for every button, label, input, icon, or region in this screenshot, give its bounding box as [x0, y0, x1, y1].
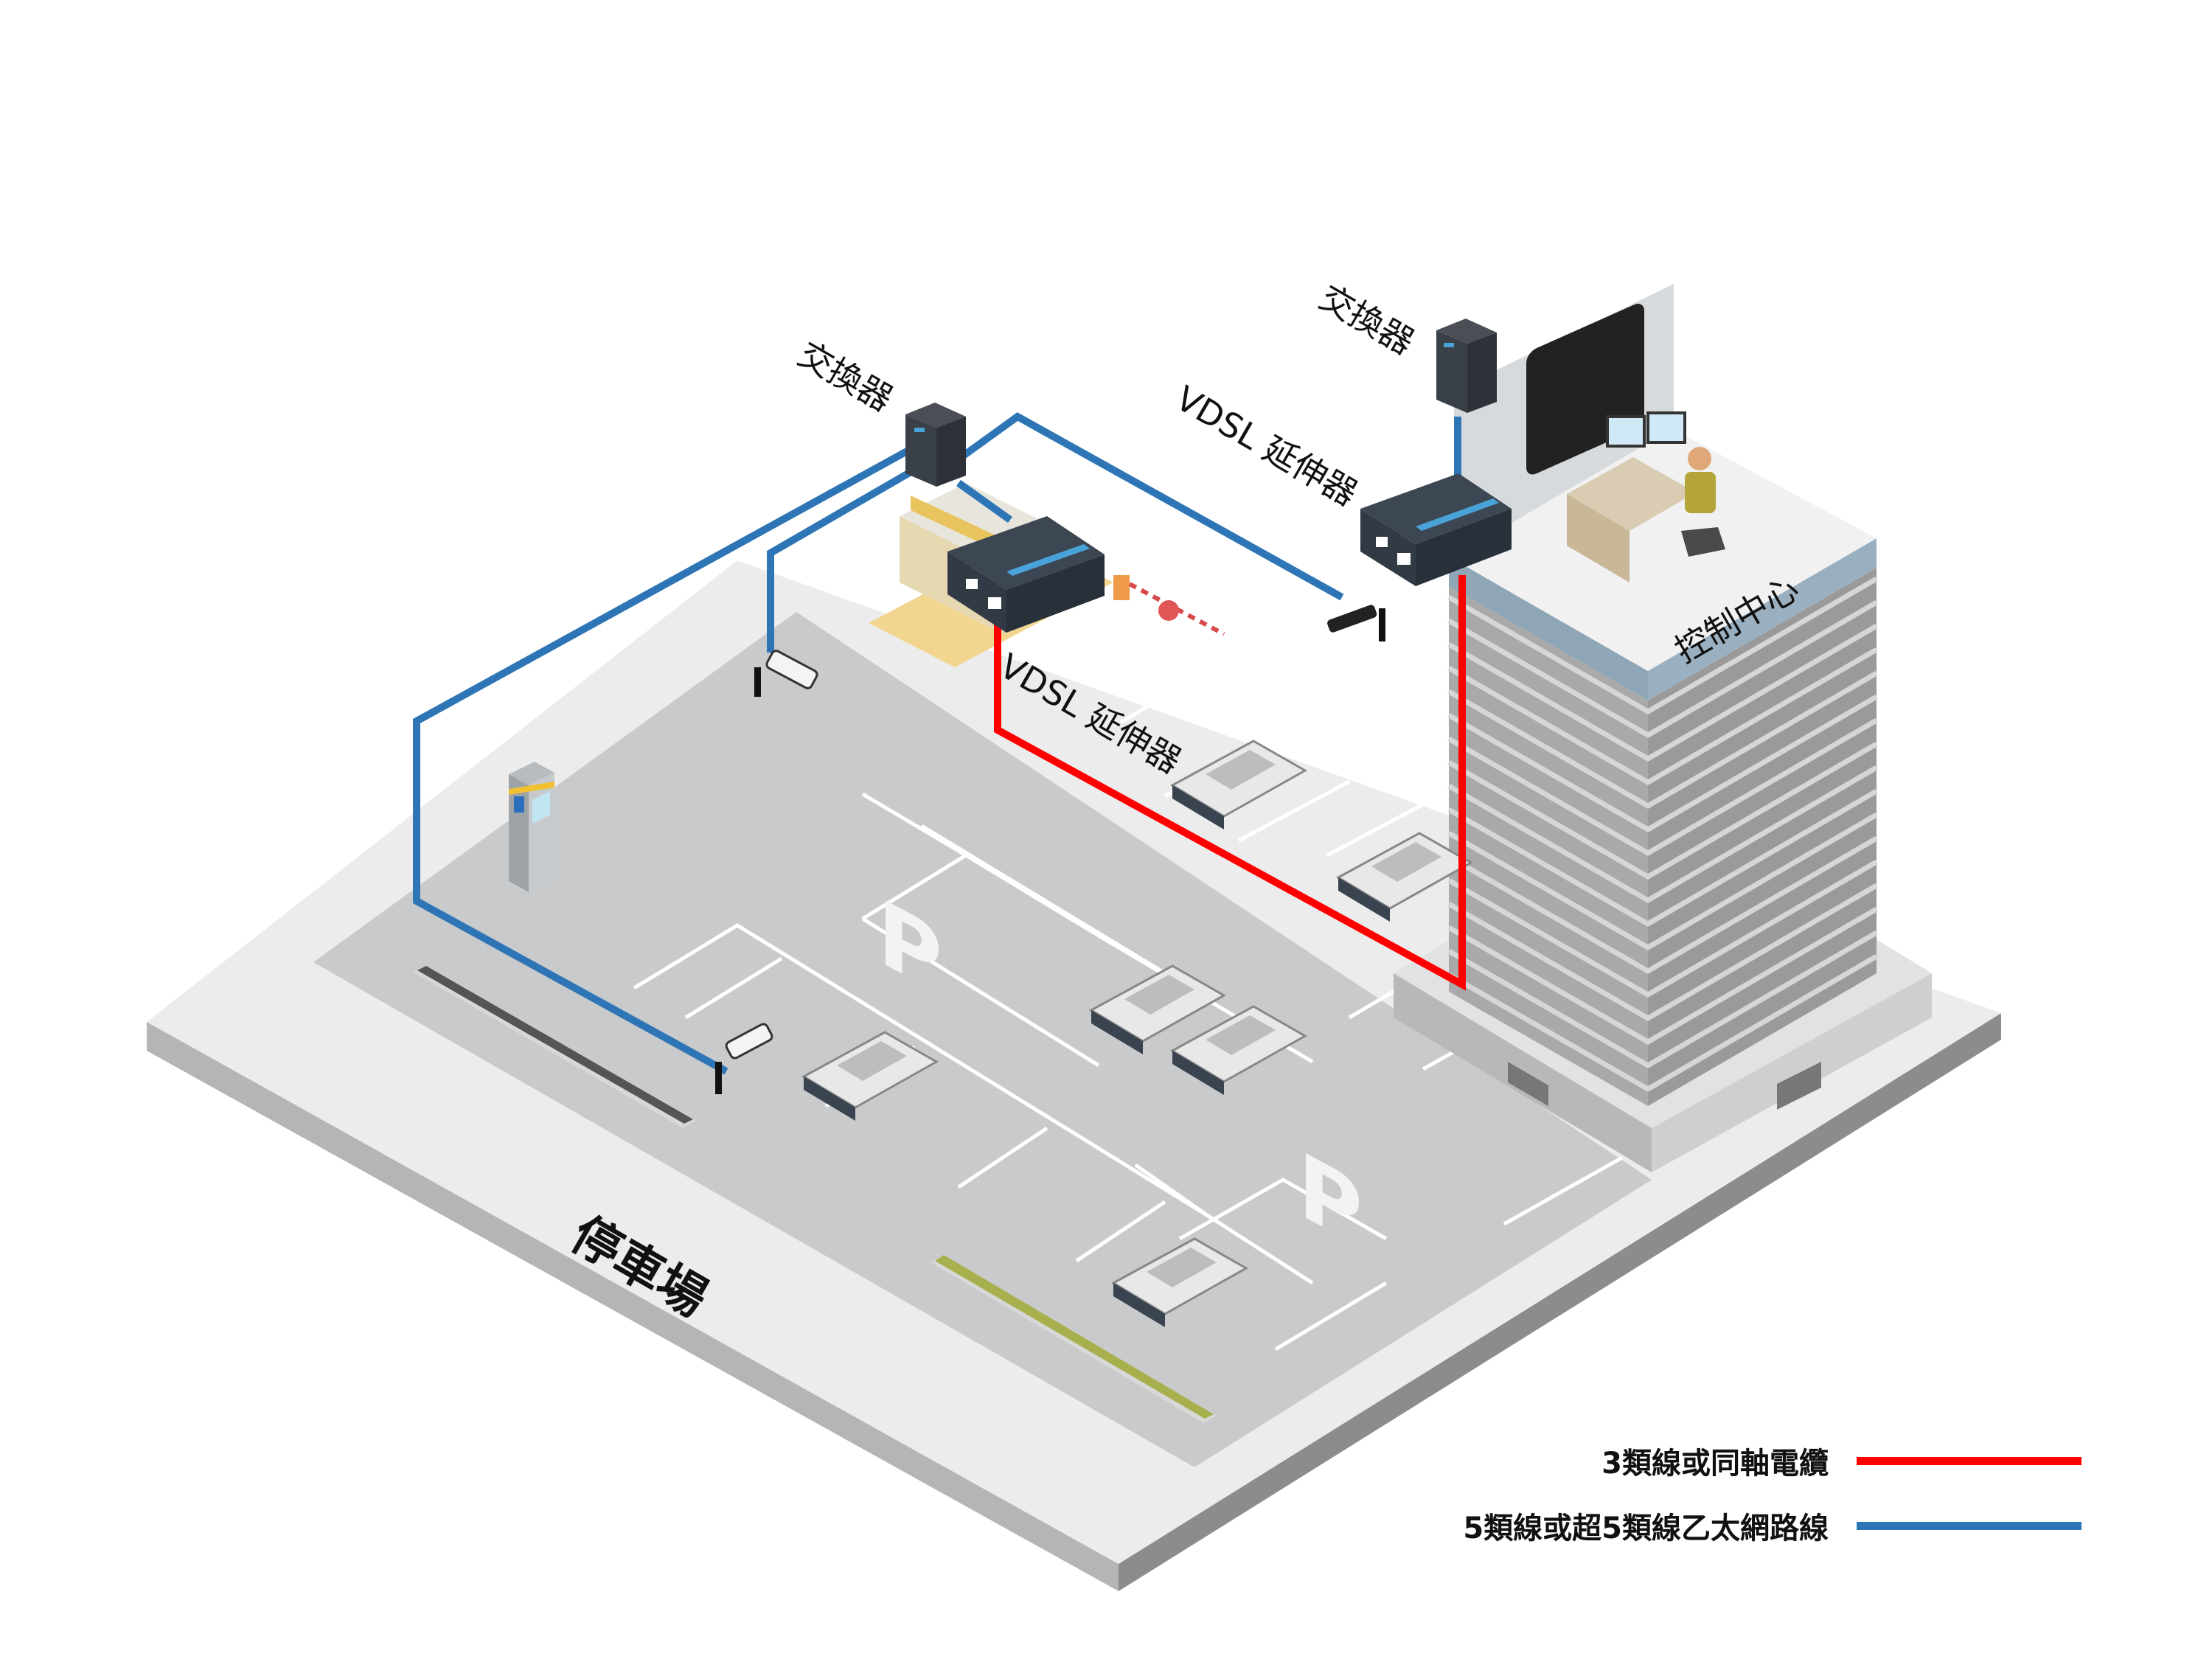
building-floor-band	[1447, 647, 1878, 786]
green-curb-top	[935, 1255, 1214, 1419]
cctv-camera-top	[1327, 605, 1385, 641]
car-icon	[1110, 1237, 1249, 1327]
ethernet-cable-top	[949, 412, 1344, 601]
parking-pay-station-icon	[509, 762, 554, 892]
coax-cable	[994, 575, 1466, 991]
building-floor-band	[1447, 623, 1878, 762]
platform-left-side	[147, 1022, 1119, 1591]
vdsl-extender-building	[1360, 473, 1512, 586]
platform	[147, 560, 2001, 1591]
building-plinth-right	[1652, 973, 1932, 1172]
building-floor-band	[1447, 694, 1878, 833]
car-icon	[1335, 832, 1474, 922]
lot-surface	[313, 612, 1652, 1467]
building-floor-band	[1447, 788, 1878, 928]
building-floor-band	[1447, 859, 1878, 998]
building-floor-band	[1447, 883, 1878, 1022]
vdsl-extender-icon	[947, 552, 1006, 633]
cctv-camera-left	[754, 650, 818, 697]
car-icon	[801, 1031, 939, 1121]
legend-label-ethernet: 5類線或超5類線乙太網路線	[1463, 1512, 1829, 1545]
industrial-switch-icon	[905, 414, 936, 487]
vdsl-extender-icon	[1360, 509, 1416, 586]
operator-desk-icon	[1567, 411, 1725, 582]
platform-right-side	[1119, 1013, 2001, 1591]
legend-swatch-red-line	[1857, 1456, 2081, 1465]
building-floor-band	[1447, 765, 1878, 904]
dark-curb-top	[417, 966, 693, 1124]
ethernet-cable-left-outer	[413, 431, 939, 1075]
building-floor-band	[1447, 906, 1878, 1046]
building-door-left	[1508, 1062, 1548, 1106]
building-roof	[1449, 428, 1877, 671]
cables	[413, 412, 1466, 1075]
cctv-camera-icon	[765, 650, 818, 689]
building-floor-band	[1447, 835, 1878, 975]
stop-sign-icon	[1158, 600, 1179, 621]
car-icon	[1169, 1005, 1308, 1095]
building-roof-edge-left	[1449, 557, 1648, 700]
building-floor-band	[1447, 717, 1878, 857]
cctv-camera-front	[715, 1023, 773, 1094]
building-floor-band	[1447, 670, 1878, 810]
legend-label-coax: 3類線或同軸電纜	[1601, 1447, 1829, 1481]
cctv-camera-icon	[725, 1023, 773, 1060]
barrier-gate-icon	[1113, 575, 1130, 600]
building-floor-lines	[1447, 576, 1878, 1093]
ethernet-cable-booth	[956, 479, 1012, 524]
legend-swatch-blue-line	[1857, 1521, 2081, 1530]
building-floor-band	[1447, 576, 1878, 715]
cctv-camera-icon	[1327, 605, 1377, 633]
legend-item-ethernet: 5類線或超5類線乙太網路線	[1239, 1504, 2081, 1547]
legend-item-coax: 3類線或同軸電纜	[1239, 1439, 2081, 1482]
vdsl-extender-booth	[947, 516, 1105, 633]
office-building	[1394, 284, 1932, 1172]
car-icon	[1088, 964, 1227, 1054]
industrial-switch-left	[905, 403, 966, 487]
building-floor-band	[1447, 812, 1878, 951]
cars-layer	[801, 740, 1474, 1327]
building-floor-band	[1447, 953, 1878, 1093]
building-door-right	[1777, 1062, 1821, 1110]
ethernet-cable-left-inner	[767, 453, 939, 653]
building-floor-band	[1447, 741, 1878, 880]
car-icon	[1169, 740, 1308, 830]
industrial-switch-right	[1436, 319, 1497, 413]
curbs	[413, 966, 1217, 1423]
building-roof-edge-right	[1648, 538, 1877, 700]
industrial-switch-icon	[1436, 330, 1467, 413]
building-floor-band	[1447, 930, 1878, 1069]
building-floor-band	[1447, 599, 1878, 739]
